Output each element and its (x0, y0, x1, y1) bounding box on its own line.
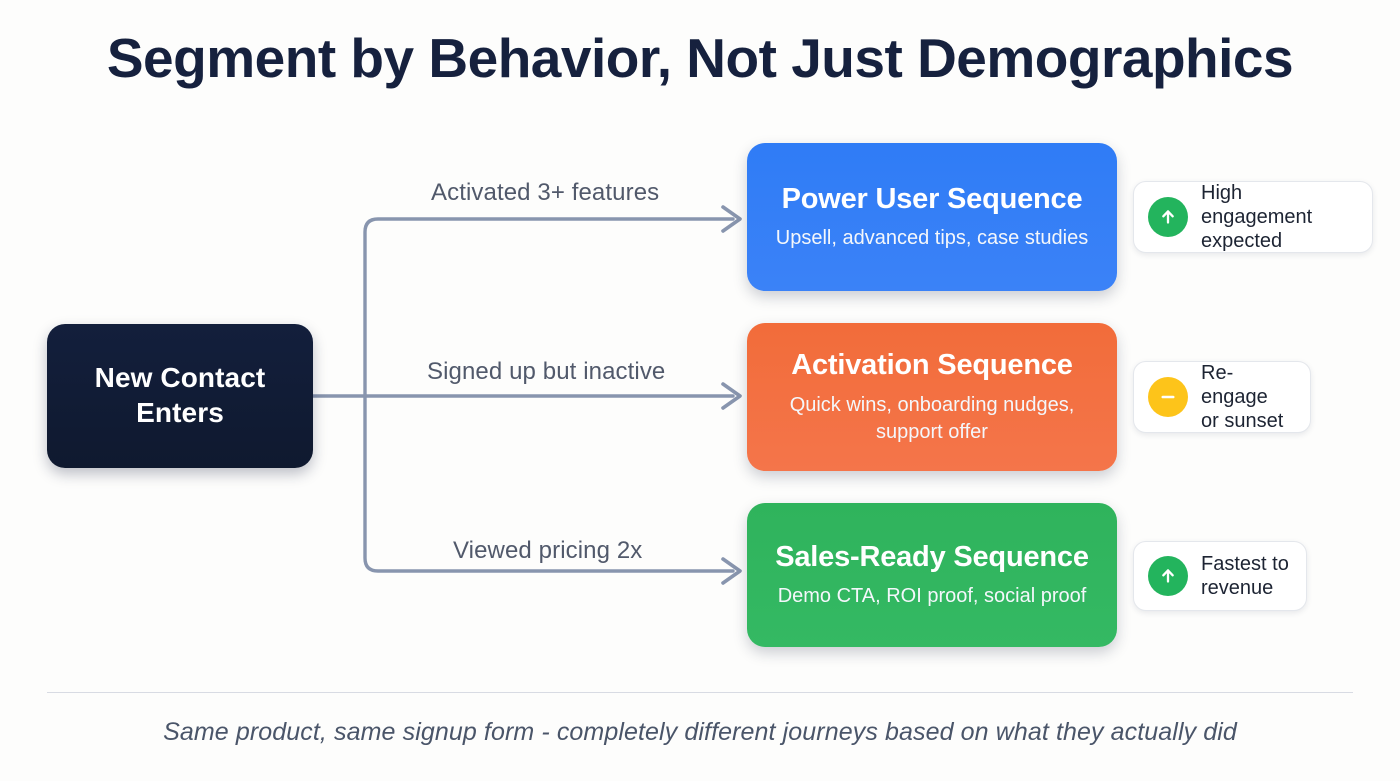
edge-label-sales-ready: Viewed pricing 2x (453, 537, 643, 564)
card-power-user-sequence[interactable]: Power User Sequence Upsell, advanced tip… (747, 143, 1117, 291)
page-title: Segment by Behavior, Not Just Demographi… (106, 27, 1294, 89)
card-sales-ready-sequence[interactable]: Sales-Ready Sequence Demo CTA, ROI proof… (747, 503, 1117, 647)
card-description: Upsell, advanced tips, case studies (775, 227, 1089, 250)
source-node-label: New Contact Enters (94, 362, 266, 428)
arrow-up-icon (1148, 197, 1188, 237)
outcome-badge-high-engagement[interactable]: High engagement expected (1133, 181, 1373, 253)
card-description: Quick wins, onboarding nudges, support o… (789, 393, 1075, 443)
minus-icon (1148, 377, 1188, 417)
outcome-badge-label: High engagement expected (1201, 182, 1313, 252)
footer-note: Same product, same signup form - complet… (163, 718, 1237, 746)
outcome-badge-re-engage[interactable]: Re-engage or sunset (1133, 361, 1311, 433)
card-title: Sales-Ready Sequence (775, 540, 1089, 573)
source-node[interactable]: New Contact Enters (47, 324, 313, 468)
card-title: Activation Sequence (791, 349, 1073, 382)
footer-divider (47, 692, 1353, 693)
card-activation-sequence[interactable]: Activation Sequence Quick wins, onboardi… (747, 323, 1117, 471)
outcome-badge-fastest-to-revenue[interactable]: Fastest to revenue (1133, 541, 1307, 611)
edge-label-activation: Signed up but inactive (427, 358, 666, 385)
arrowhead-2 (721, 382, 742, 410)
outcome-badge-label: Re-engage or sunset (1201, 362, 1284, 432)
card-title: Power User Sequence (781, 182, 1083, 215)
edge-label-power-user: Activated 3+ features (431, 179, 660, 206)
arrowhead-1 (721, 205, 742, 233)
outcome-badge-label: Fastest to revenue (1201, 553, 1289, 599)
arrow-up-icon (1148, 556, 1188, 596)
card-description: Demo CTA, ROI proof, social proof (777, 585, 1087, 608)
arrowhead-3 (721, 557, 742, 585)
